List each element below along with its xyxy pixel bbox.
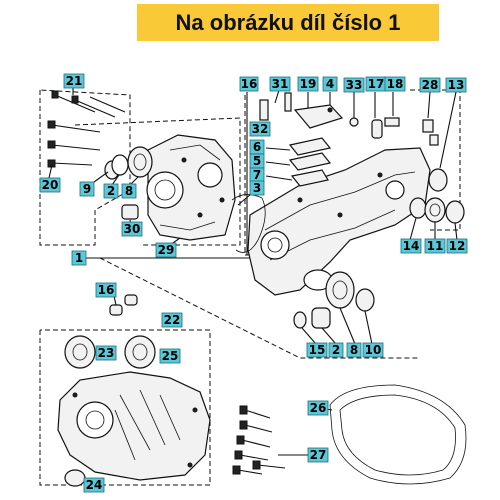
half-case-group-outline xyxy=(74,117,241,246)
svg-text:9: 9 xyxy=(83,182,91,196)
svg-text:8: 8 xyxy=(125,184,133,198)
callout-7: 7 xyxy=(249,167,265,183)
svg-text:18: 18 xyxy=(387,77,404,91)
callout-25: 25 xyxy=(159,348,181,364)
callout-3: 3 xyxy=(249,180,265,196)
callout-17: 17 xyxy=(365,76,387,92)
bolt-group-outline xyxy=(39,89,131,246)
svg-text:10: 10 xyxy=(365,343,382,357)
page-title: Na obrázku díl číslo 1 xyxy=(175,9,401,35)
svg-text:2: 2 xyxy=(107,184,115,198)
callout-4: 4 xyxy=(322,76,338,92)
callout-16-pins: 16 xyxy=(95,282,117,298)
svg-text:16: 16 xyxy=(98,283,115,297)
callout-14: 14 xyxy=(400,238,422,254)
callout-6: 6 xyxy=(249,139,265,155)
svg-text:27: 27 xyxy=(310,448,327,462)
cover-screws xyxy=(232,405,286,475)
svg-text:1: 1 xyxy=(75,251,83,265)
callout-30: 30 xyxy=(121,221,143,237)
main-case-outline xyxy=(244,95,290,256)
svg-text:12: 12 xyxy=(449,239,466,253)
callout-27: 27 xyxy=(307,447,329,463)
lower-bearings xyxy=(293,271,375,329)
callout-13: 13 xyxy=(445,77,467,93)
svg-text:20: 20 xyxy=(42,178,59,192)
transmission-cover xyxy=(57,371,211,481)
callout-29: 29 xyxy=(155,242,177,258)
main-crankcase xyxy=(247,147,431,296)
callout-21: 21 xyxy=(63,73,85,89)
callout-33: 33 xyxy=(343,77,365,93)
svg-text:7: 7 xyxy=(253,168,261,182)
svg-text:24: 24 xyxy=(86,478,103,492)
svg-text:14: 14 xyxy=(403,239,420,253)
svg-text:29: 29 xyxy=(158,243,175,257)
callout-1: 1 xyxy=(71,250,87,266)
oil-seal xyxy=(64,469,86,487)
callout-18: 18 xyxy=(384,76,406,92)
cover-gasket-inner xyxy=(339,394,456,476)
callout-22: 22 xyxy=(161,312,183,328)
svg-text:13: 13 xyxy=(448,78,465,92)
leader-lines xyxy=(48,86,458,456)
svg-text:5: 5 xyxy=(253,154,261,168)
callout-11: 11 xyxy=(424,238,446,254)
callout-5: 5 xyxy=(249,153,265,169)
svg-text:4: 4 xyxy=(326,77,334,91)
small-right-parts xyxy=(349,117,439,146)
callout-24: 24 xyxy=(83,477,105,493)
svg-text:21: 21 xyxy=(66,74,83,88)
callout-31: 31 xyxy=(269,76,291,92)
svg-text:23: 23 xyxy=(98,346,115,360)
crankcase-assembly-bracket xyxy=(99,257,420,359)
svg-text:28: 28 xyxy=(422,78,439,92)
callout-8-bottom: 8 xyxy=(346,342,362,358)
callout-16-top: 16 xyxy=(239,76,259,92)
left-crankcase-half xyxy=(146,134,236,241)
callout-9: 9 xyxy=(79,181,95,197)
svg-text:16: 16 xyxy=(241,77,258,91)
svg-text:2: 2 xyxy=(332,343,340,357)
bearing-set-left xyxy=(104,146,153,220)
svg-text:30: 30 xyxy=(124,222,141,236)
cover-gasket xyxy=(329,384,467,485)
svg-text:11: 11 xyxy=(427,239,444,253)
callout-28: 28 xyxy=(419,77,441,93)
title-banner: Na obrázku díl číslo 1 xyxy=(137,4,439,41)
svg-text:32: 32 xyxy=(252,122,269,136)
long-bolts xyxy=(47,90,126,168)
callout-19: 19 xyxy=(297,76,319,92)
cover-group-outline xyxy=(39,329,211,486)
svg-text:17: 17 xyxy=(368,77,385,91)
intake-valve-assembly xyxy=(259,92,344,187)
svg-text:26: 26 xyxy=(310,401,327,415)
svg-text:33: 33 xyxy=(346,78,363,92)
svg-text:25: 25 xyxy=(162,349,179,363)
dowel-pins xyxy=(109,294,138,316)
callout-12: 12 xyxy=(446,238,468,254)
right-bearings xyxy=(409,168,465,224)
svg-text:31: 31 xyxy=(272,77,289,91)
callout-20: 20 xyxy=(39,177,61,193)
callout-32: 32 xyxy=(249,121,271,137)
callout-8-left: 8 xyxy=(121,183,137,199)
callout-10: 10 xyxy=(362,342,384,358)
callout-2-bottom: 2 xyxy=(328,342,344,358)
callout-23: 23 xyxy=(95,345,117,361)
callout-26: 26 xyxy=(307,400,329,416)
svg-text:19: 19 xyxy=(300,77,317,91)
callout-2-left: 2 xyxy=(103,183,119,199)
cover-bearings xyxy=(64,335,156,369)
svg-text:6: 6 xyxy=(253,140,261,154)
svg-text:8: 8 xyxy=(350,343,358,357)
svg-text:3: 3 xyxy=(253,181,261,195)
svg-text:15: 15 xyxy=(309,343,326,357)
svg-text:22: 22 xyxy=(164,313,181,327)
callout-15: 15 xyxy=(306,342,328,358)
